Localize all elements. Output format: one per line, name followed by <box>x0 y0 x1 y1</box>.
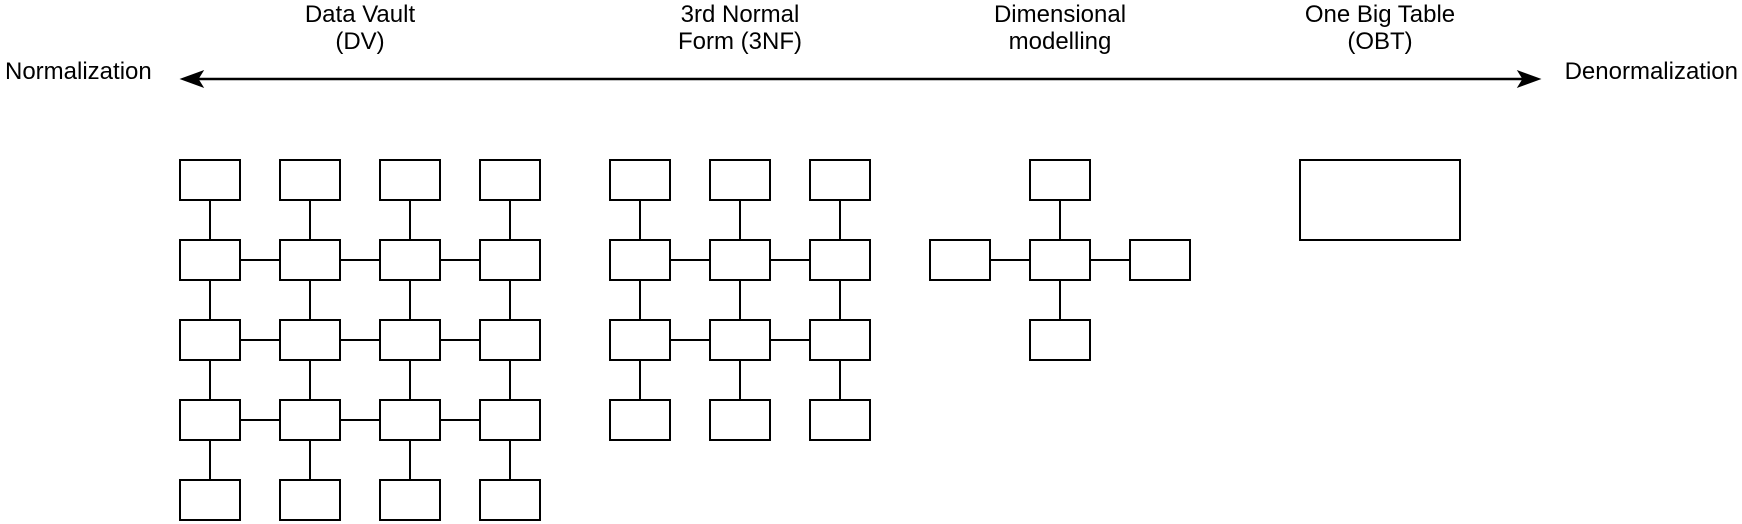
table-box <box>279 319 341 361</box>
table-box <box>279 399 341 441</box>
arrowhead-left <box>179 70 205 88</box>
table-box <box>609 399 671 441</box>
label-line: Form (3NF) <box>678 28 802 55</box>
spectrum-arrow <box>179 70 1542 88</box>
table-box <box>379 239 441 281</box>
table-box <box>279 239 341 281</box>
table-box <box>1029 159 1091 201</box>
table-box <box>479 239 541 281</box>
label-data-vault: Data Vault (DV) <box>240 1 480 55</box>
table-box <box>279 159 341 201</box>
table-box <box>379 319 441 361</box>
diagram-nf3 <box>609 159 871 441</box>
table-box <box>379 479 441 521</box>
diagram-obt <box>1299 159 1461 241</box>
table-box <box>179 159 241 201</box>
diagram-dim <box>929 159 1191 361</box>
table-box <box>609 319 671 361</box>
table-box <box>609 239 671 281</box>
table-box <box>179 319 241 361</box>
arrowhead-right <box>1516 70 1542 88</box>
table-box <box>1029 319 1091 361</box>
table-box <box>479 319 541 361</box>
table-box <box>279 479 341 521</box>
table-box <box>1129 239 1191 281</box>
table-box <box>709 399 771 441</box>
label-3nf: 3rd Normal Form (3NF) <box>620 1 860 55</box>
label-line: (DV) <box>335 28 385 55</box>
label-dimensional-modelling: Dimensional modelling <box>940 1 1180 55</box>
label-line: One Big Table <box>1304 1 1456 28</box>
table-box <box>479 399 541 441</box>
table-box <box>809 399 871 441</box>
denormalization-label: Denormalization <box>1564 58 1738 85</box>
table-box <box>379 399 441 441</box>
normalization-label: Normalization <box>5 58 152 85</box>
label-line: 3rd Normal <box>680 1 800 28</box>
label-one-big-table: One Big Table (OBT) <box>1260 1 1500 55</box>
table-box <box>809 319 871 361</box>
table-box <box>809 239 871 281</box>
label-line: Data Vault <box>304 1 416 28</box>
table-box <box>179 399 241 441</box>
table-box <box>179 239 241 281</box>
table-box <box>1299 159 1461 241</box>
table-box <box>379 159 441 201</box>
table-box <box>179 479 241 521</box>
table-box <box>709 239 771 281</box>
table-box <box>1029 239 1091 281</box>
label-line: (OBT) <box>1347 28 1413 55</box>
table-box <box>809 159 871 201</box>
label-line: Dimensional <box>993 1 1127 28</box>
label-line: modelling <box>1008 28 1112 55</box>
diagram-dv <box>179 159 541 521</box>
table-box <box>709 159 771 201</box>
table-box <box>479 159 541 201</box>
table-box <box>479 479 541 521</box>
table-box <box>929 239 991 281</box>
table-box <box>709 319 771 361</box>
table-box <box>609 159 671 201</box>
